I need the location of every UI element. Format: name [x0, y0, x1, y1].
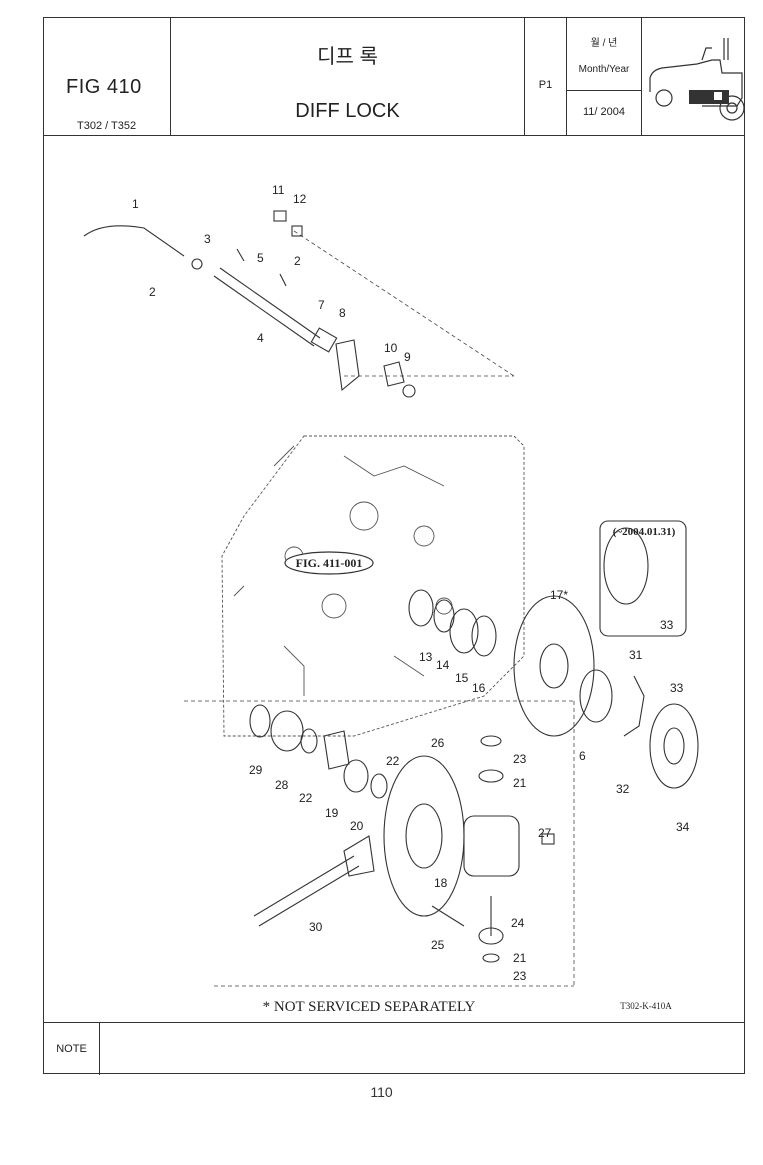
callout-26: 26 [431, 736, 445, 750]
callout-30: 30 [309, 920, 323, 934]
callout-34: 34 [676, 820, 690, 834]
callout-32: 32 [616, 782, 630, 796]
callout-10: 10 [384, 341, 398, 355]
callout-22: 22 [299, 791, 313, 805]
divider [567, 90, 641, 91]
date-reference: (~2004.01.31) [613, 526, 676, 538]
callout-25: 25 [431, 938, 445, 952]
callout-21: 21 [513, 776, 527, 790]
callout-17: 17* [550, 588, 568, 602]
callout-27: 27 [538, 826, 552, 840]
note-row: NOTE [44, 1022, 744, 1075]
diff-lock-parts [83, 210, 416, 398]
fig-number: FIG 410 [66, 76, 142, 98]
title-block: FIG 410 T302 / T352 디프 록 DIFF LOCK P1 월 … [44, 18, 746, 136]
callout-8: 8 [339, 306, 346, 320]
callout-4: 4 [257, 331, 264, 345]
page-number: 110 [370, 1084, 393, 1100]
callout-29: 29 [249, 763, 263, 777]
issue-date: 11/ 2004 [582, 106, 625, 118]
callout-5: 5 [257, 251, 264, 265]
title-english: DIFF LOCK [295, 100, 400, 122]
model-numbers: T302 / T352 [77, 120, 137, 132]
footnote: * NOT SERVICED SEPARATELY [263, 999, 476, 1015]
fig-reference: FIG. 411-001 [296, 556, 363, 570]
callout-33: 33 [670, 681, 684, 695]
callout-7: 7 [318, 298, 325, 312]
callout-21: 21 [513, 951, 527, 965]
tractor-cell [642, 18, 746, 135]
page-code: P1 [538, 79, 553, 91]
callout-12: 12 [293, 192, 307, 206]
callout-33: 33 [660, 618, 674, 632]
callout-20: 20 [350, 819, 364, 833]
callout-2: 2 [149, 285, 156, 299]
fig-reference-oval [284, 551, 374, 575]
callout-16: 16 [472, 681, 486, 695]
note-label: NOTE [44, 1023, 100, 1075]
callout-18: 18 [434, 876, 448, 890]
fig-cell: FIG 410 T302 / T352 [44, 18, 171, 135]
differential-parts [249, 520, 699, 963]
month-year-korean: 월 / 년 [590, 38, 618, 49]
callout-9: 9 [404, 350, 411, 364]
callout-14: 14 [436, 658, 450, 672]
callout-15: 15 [455, 671, 469, 685]
leader-lines [184, 230, 575, 987]
callout-24: 24 [511, 916, 525, 930]
date-cell: 월 / 년 Month/Year 11/ 2004 [567, 18, 642, 135]
month-year-label: Month/Year [578, 64, 630, 75]
callout-28: 28 [275, 778, 289, 792]
callout-1: 1 [132, 197, 139, 211]
callout-19: 19 [325, 806, 339, 820]
callout-6: 6 [579, 749, 586, 763]
exploded-diagram: 1 2 2 3 4 5 6 7 8 9 10 11 12 13 14 15 16… [44, 136, 744, 1022]
callout-labels: 1 2 2 3 4 5 6 7 8 9 10 11 12 13 14 15 16… [132, 183, 690, 983]
title-cell: 디프 록 DIFF LOCK [171, 18, 525, 135]
tractor-icon [649, 38, 745, 121]
callout-2: 2 [294, 254, 301, 268]
drawing-code: T302-K-410A [620, 1001, 672, 1011]
callout-23: 23 [513, 969, 527, 983]
catalog-frame: FIG 410 T302 / T352 디프 록 DIFF LOCK P1 월 … [43, 17, 746, 1075]
callout-11: 11 [272, 183, 285, 197]
callout-13: 13 [419, 650, 433, 664]
callout-31: 31 [629, 648, 643, 662]
callout-22: 22 [386, 754, 400, 768]
title-korean: 디프 록 [317, 46, 378, 68]
callout-3: 3 [204, 232, 211, 246]
parts-drawing: 1 2 2 3 4 5 6 7 8 9 10 11 12 13 14 15 16… [83, 183, 699, 1015]
callout-23: 23 [513, 752, 527, 766]
page-cell: P1 [525, 18, 567, 135]
